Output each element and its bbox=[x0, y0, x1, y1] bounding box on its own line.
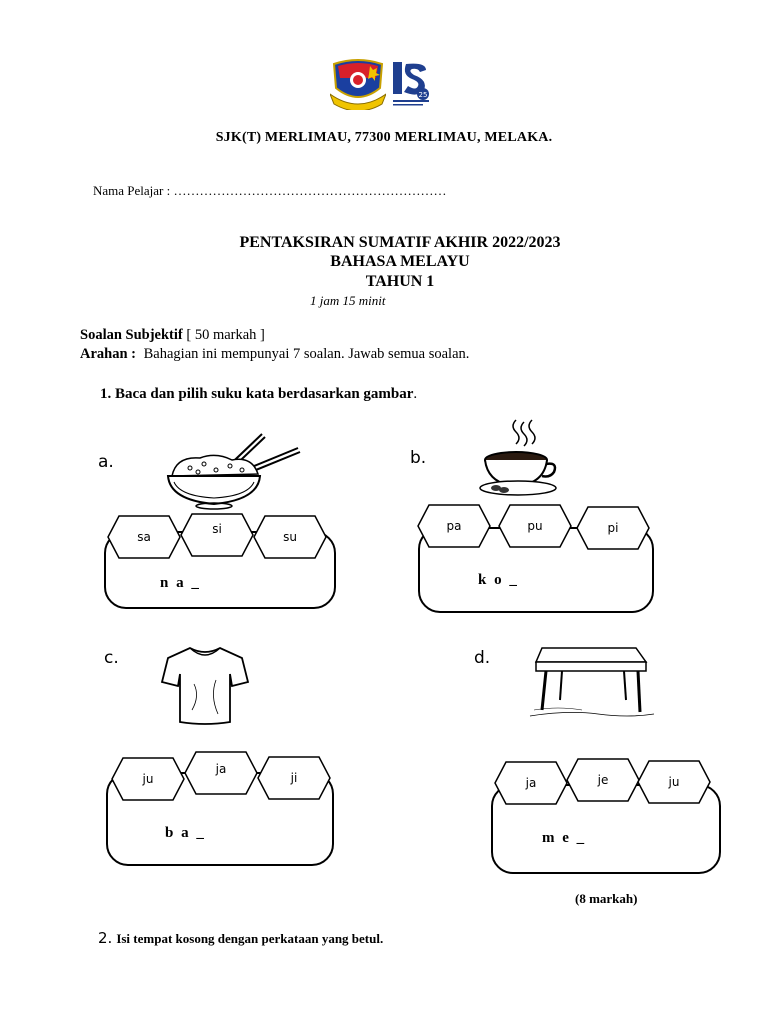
option-label: pu bbox=[527, 519, 543, 533]
instruction-text: Bahagian ini mempunyai 7 soalan. Jawab s… bbox=[143, 346, 470, 362]
exam-year: TAHUN 1 bbox=[365, 273, 435, 290]
option-label: pa bbox=[446, 519, 462, 533]
item-b-option-1[interactable]: pa bbox=[417, 504, 491, 548]
section-instruction: Arahan : Bahagian ini mempunyai 7 soalan… bbox=[80, 346, 469, 363]
item-c-option-3[interactable]: ji bbox=[257, 756, 331, 800]
item-a-option-2[interactable]: si bbox=[180, 513, 254, 557]
coffee-cup-icon bbox=[474, 418, 564, 498]
item-d-option-1[interactable]: ja bbox=[494, 761, 568, 805]
item-a-letter: a. bbox=[98, 452, 114, 472]
item-d-option-2[interactable]: je bbox=[566, 758, 640, 802]
item-d-word: m e _ bbox=[542, 830, 587, 846]
option-label: ju bbox=[142, 772, 154, 786]
item-a-option-3[interactable]: su bbox=[253, 515, 327, 559]
item-d-option-3[interactable]: ju bbox=[637, 760, 711, 804]
school-crest-logo bbox=[328, 58, 388, 112]
rice-bowl-icon bbox=[160, 430, 302, 510]
option-label: su bbox=[283, 530, 297, 544]
question-1-number: 1. bbox=[100, 386, 112, 402]
item-a-option-1[interactable]: sa bbox=[107, 515, 181, 559]
item-c-word: b a _ bbox=[165, 825, 206, 841]
item-c-option-2[interactable]: ja bbox=[184, 751, 258, 795]
item-c-option-1[interactable]: ju bbox=[111, 757, 185, 801]
is25-logo: 25 bbox=[390, 58, 432, 108]
instruction-label: Arahan : bbox=[80, 346, 136, 362]
item-b-option-3[interactable]: pi bbox=[576, 506, 650, 550]
option-label: pi bbox=[607, 521, 619, 535]
exam-duration: 1 jam 15 minit bbox=[310, 293, 386, 308]
item-b-word: k o _ bbox=[478, 572, 519, 588]
section-heading: Soalan Subjektif [ 50 markah ] bbox=[80, 327, 265, 344]
item-b-option-2[interactable]: pu bbox=[498, 504, 572, 548]
option-label: ju bbox=[668, 775, 680, 789]
item-c-letter: c. bbox=[104, 648, 119, 668]
question-2-heading: 2. Isi tempat kosong dengan perkataan ya… bbox=[98, 929, 383, 948]
table-icon bbox=[528, 644, 656, 720]
school-address: SJK(T) MERLIMAU, 77300 MERLIMAU, MELAKA. bbox=[215, 130, 553, 145]
option-label: ja bbox=[215, 762, 227, 776]
option-label: ja bbox=[525, 776, 537, 790]
t-shirt-icon bbox=[160, 644, 250, 726]
option-label: je bbox=[597, 773, 609, 787]
student-name-field: Nama Pelajar : ……………………………………………………… bbox=[93, 183, 447, 198]
section-label: Soalan Subjektif bbox=[80, 327, 183, 343]
item-d-letter: d. bbox=[474, 648, 491, 668]
exam-title: PENTAKSIRAN SUMATIF AKHIR 2022/2023 bbox=[239, 234, 561, 251]
svg-text:25: 25 bbox=[419, 91, 428, 99]
section-marks: [ 50 markah ] bbox=[186, 327, 265, 343]
exam-subject: BAHASA MELAYU bbox=[330, 253, 470, 270]
question-1-period: . bbox=[413, 386, 418, 402]
option-label: ji bbox=[290, 771, 298, 785]
item-a-word: n a _ bbox=[160, 575, 201, 591]
question-2-number: 2. bbox=[98, 929, 113, 947]
question-2-text: Isi tempat kosong dengan perkataan yang … bbox=[116, 931, 384, 946]
question-1-text: Baca dan pilih suku kata berdasarkan gam… bbox=[115, 386, 414, 402]
question-1-heading: 1. Baca dan pilih suku kata berdasarkan … bbox=[100, 386, 417, 403]
question-1-marks: (8 markah) bbox=[575, 891, 638, 906]
option-label: sa bbox=[137, 530, 151, 544]
item-b-letter: b. bbox=[410, 448, 427, 468]
option-label: si bbox=[212, 522, 222, 536]
